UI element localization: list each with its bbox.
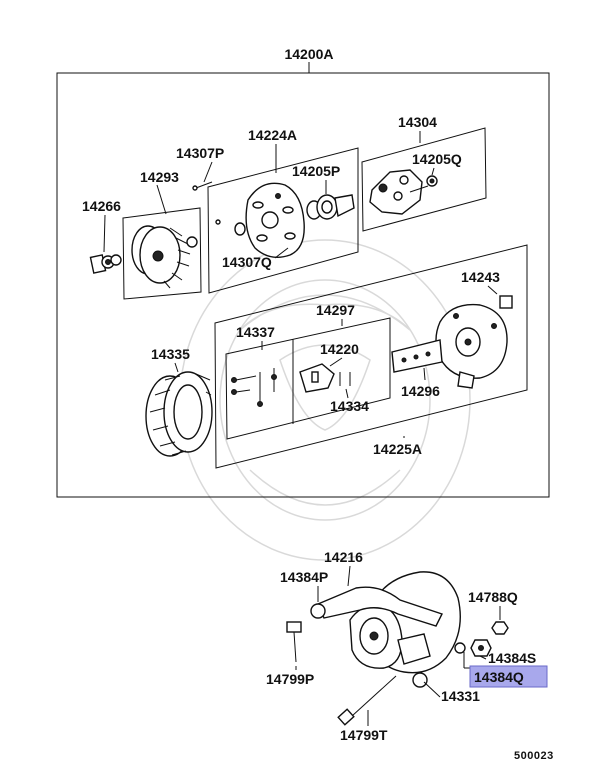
label-assembly: 14200A (284, 46, 333, 62)
label-nut: 14788Q (468, 589, 518, 605)
label-rotor: 14304 (398, 114, 437, 130)
regulator-group: 14297 14337 14220 14334 (225, 302, 391, 440)
label-regulator: 14297 (316, 302, 355, 318)
label-rectifier: 14296 (401, 383, 440, 399)
label-spacer: 14331 (441, 688, 480, 704)
label-washer-q[interactable]: 14384Q (474, 669, 524, 685)
highlight-washer-q[interactable] (469, 665, 548, 688)
label-washer-s: 14384S (488, 650, 536, 666)
label-pin-q: 14307Q (222, 254, 272, 270)
label-bracket: 14216 (324, 549, 363, 565)
assembly-group: 14200A (56, 46, 550, 498)
label-cap: 14243 (461, 269, 500, 285)
label-washer-p: 14384P (280, 569, 328, 585)
rear-housing-group: 14225A 14243 14296 (214, 244, 528, 469)
label-brush-holder: 14220 (320, 341, 359, 357)
pulley-group: 14266 14293 (82, 169, 202, 300)
label-bolt: 14293 (140, 169, 179, 185)
diagram-ref: 500023 (514, 750, 554, 762)
label-rear-housing: 14225A (373, 441, 422, 457)
label-bearing-p: 14205P (292, 163, 340, 179)
mounting-group: 14216 14384P 14799P 14799T 14331 14788Q (266, 549, 548, 743)
label-bearing-q: 14205Q (412, 151, 462, 167)
label-bolt-short: 14799P (266, 671, 314, 687)
watermark-emblem (179, 239, 471, 561)
label-brush: 14334 (330, 398, 369, 414)
label-pulley: 14266 (82, 198, 121, 214)
label-stator: 14335 (151, 346, 190, 362)
stator-group: 14335 (145, 346, 213, 457)
rotor-group: 14304 14205Q (361, 114, 487, 232)
label-front-housing: 14224A (248, 127, 297, 143)
label-pin-p: 14307P (176, 145, 224, 161)
front-housing-group: 14224A 14307P 14307Q 14205P (176, 127, 359, 294)
label-terminal-set: 14337 (236, 324, 275, 340)
label-bolt-long: 14799T (340, 727, 388, 743)
